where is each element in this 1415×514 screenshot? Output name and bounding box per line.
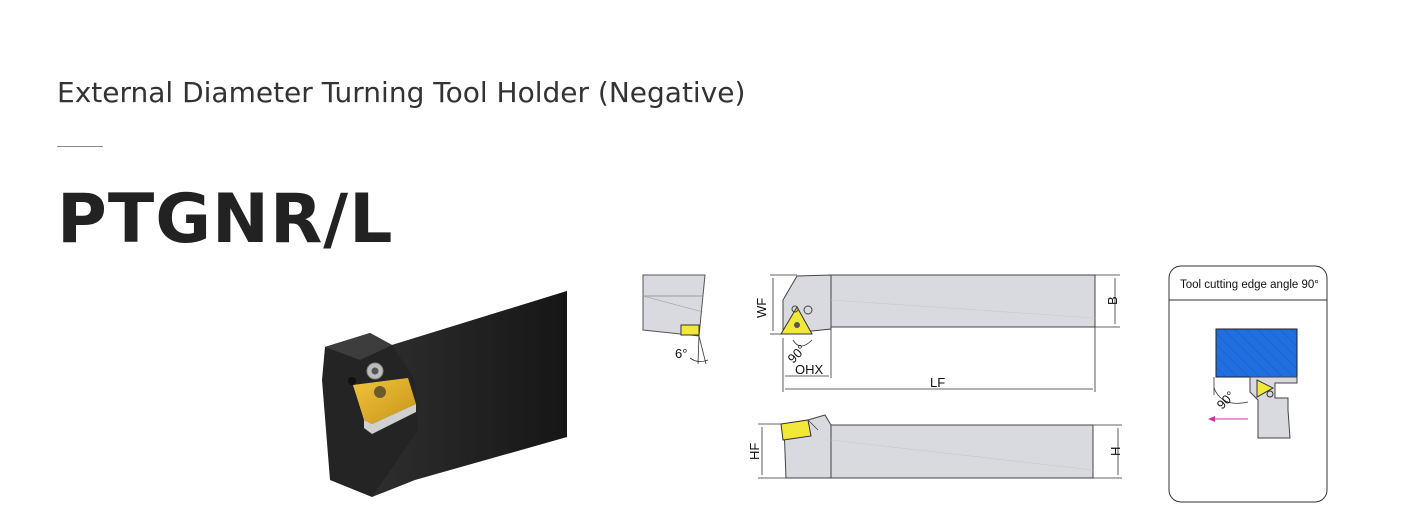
insert-hole <box>374 386 386 398</box>
h-label: H <box>1108 447 1123 456</box>
pin-hole <box>348 377 356 385</box>
product-model-title: PTGNR/L <box>57 180 394 259</box>
insert-shim <box>364 404 416 434</box>
holder-side-face <box>372 291 567 497</box>
card-insert <box>1256 379 1275 398</box>
card-title: Tool cutting edge angle 90° <box>1180 279 1319 291</box>
lf-label: LF <box>930 375 945 390</box>
front-view-drawing: HF H <box>747 414 1123 479</box>
hf-label: HF <box>747 443 762 460</box>
side-view-insert <box>680 324 700 336</box>
ohx-label: OHX <box>795 362 824 377</box>
side-view-drawing: 6° <box>642 274 709 365</box>
wf-label: WF <box>754 298 769 318</box>
top-view-insert <box>780 305 813 335</box>
top-view-drawing: WF B 90° OHX LF <box>754 274 1120 392</box>
b-label: B <box>1105 296 1120 305</box>
front-view-insert <box>780 419 812 441</box>
holder-head-bevel <box>325 333 392 360</box>
tool-holder-render <box>322 291 567 497</box>
cutting-edge-angle-card: Tool cutting edge angle 90° 90° <box>1168 265 1328 503</box>
title-divider <box>57 146 103 147</box>
side-angle-label: 6° <box>675 346 687 361</box>
carbide-insert <box>353 378 416 424</box>
workpiece <box>1215 328 1298 378</box>
page-subtitle: External Diameter Turning Tool Holder (N… <box>57 76 746 109</box>
